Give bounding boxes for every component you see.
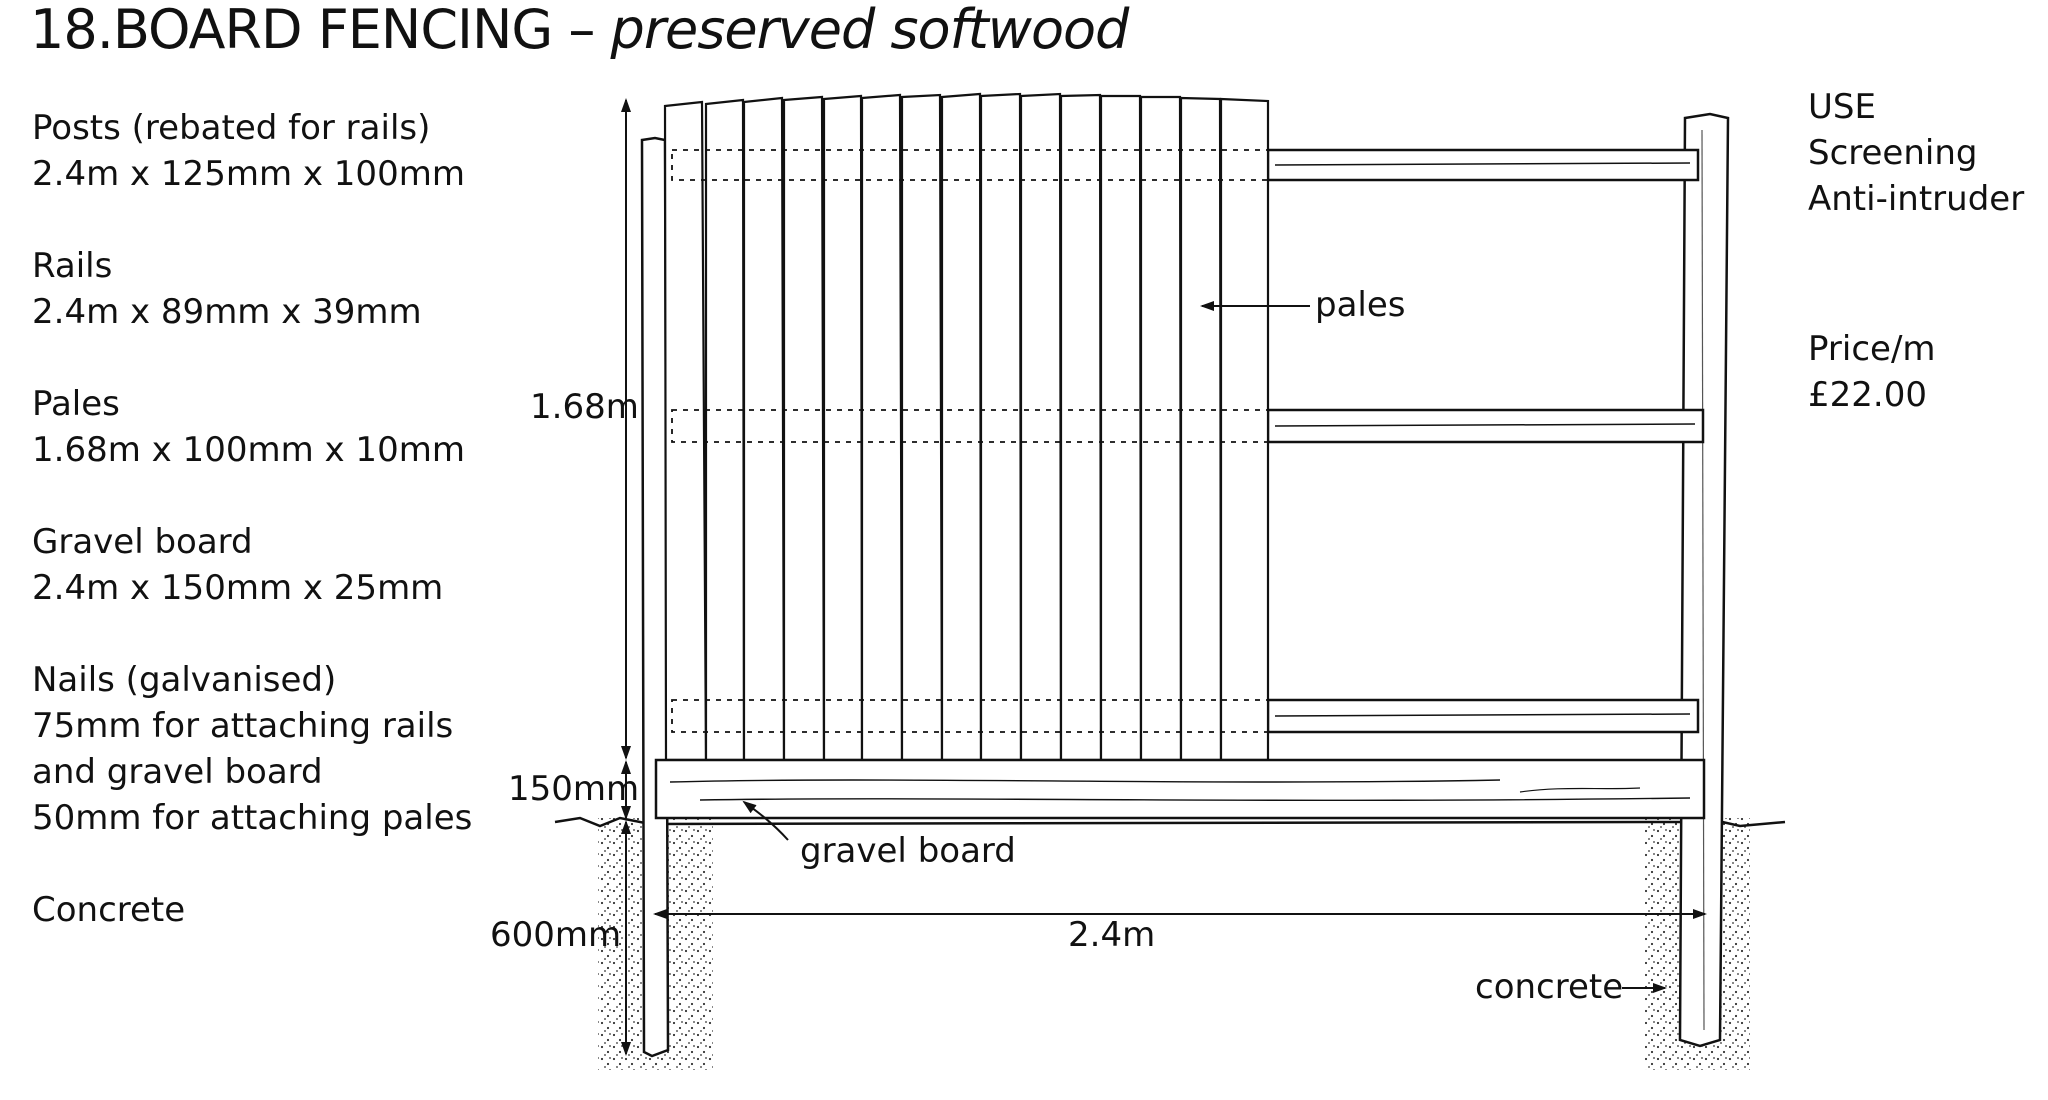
pales-label: pales <box>1315 285 1406 325</box>
spec-pales-name: Pales <box>32 384 120 424</box>
spec-pales-size: 1.68m x 100mm x 10mm <box>32 430 465 470</box>
pale <box>860 93 904 762</box>
pale <box>900 93 944 762</box>
page-title: 18.BOARD FENCING – preserved softwood <box>30 0 1130 61</box>
height-label: 1.68m <box>530 387 639 427</box>
spec-nails-line-1: 75mm for attaching rails <box>32 706 454 746</box>
rail-middle <box>1266 408 1705 444</box>
materials-list: Posts (rebated for rails) 2.4m x 125mm x… <box>32 105 472 979</box>
spec-gravel-board: Gravel board 2.4m x 150mm x 25mm <box>32 519 472 611</box>
title-subtitle: preserved softwood <box>610 0 1130 61</box>
spec-rails-name: Rails <box>32 246 113 286</box>
spec-gravel-board-name: Gravel board <box>32 522 253 562</box>
dimension-lines <box>621 98 1707 1056</box>
title-main: BOARD FENCING <box>112 0 553 61</box>
use-block: USE Screening Anti-intruder <box>1808 84 2024 222</box>
post-left <box>640 136 670 1058</box>
spec-nails-name: Nails (galvanised) <box>32 660 337 700</box>
rail-top <box>1266 148 1700 182</box>
spec-posts: Posts (rebated for rails) 2.4m x 125mm x… <box>32 105 472 197</box>
spec-rails-size: 2.4m x 89mm x 39mm <box>32 292 422 332</box>
gravel-board-pointer <box>742 800 789 841</box>
spec-nails-line-2: and gravel board <box>32 752 323 792</box>
hidden-rails <box>671 149 1269 733</box>
use-anti-intruder: Anti-intruder <box>1808 179 2025 219</box>
hidden-rail-middle <box>671 409 1269 443</box>
pale <box>1219 97 1270 762</box>
width-label: 2.4m <box>1068 915 1155 955</box>
gravel-board-label: gravel board <box>800 831 1016 871</box>
spec-concrete: Concrete <box>32 887 472 933</box>
fence-rails <box>1266 148 1705 734</box>
pale <box>822 94 864 762</box>
pale <box>1019 92 1063 762</box>
rail-bottom <box>1266 698 1700 734</box>
spec-gravel-board-size: 2.4m x 150mm x 25mm <box>32 568 444 608</box>
spec-pales: Pales 1.68m x 100mm x 10mm <box>32 381 472 473</box>
gravel-height-label: 150mm <box>508 769 639 809</box>
hidden-rail-bottom <box>671 699 1269 733</box>
spec-nails-line-3: 50mm for attaching pales <box>32 798 473 838</box>
title-number: 18. <box>30 0 114 61</box>
pale <box>1139 95 1183 762</box>
price-value: £22.00 <box>1808 375 1927 415</box>
price-label: Price/m <box>1808 329 1936 369</box>
use-heading: USE <box>1808 87 1876 127</box>
spec-rails: Rails 2.4m x 89mm x 39mm <box>32 243 472 335</box>
pale <box>704 98 746 762</box>
spec-concrete-name: Concrete <box>32 890 186 930</box>
pale <box>782 95 826 762</box>
gravel-board <box>654 758 1706 820</box>
fence-pales <box>663 92 1270 762</box>
pale <box>940 92 983 762</box>
spec-posts-name: Posts (rebated for rails) <box>32 108 431 148</box>
spec-nails: Nails (galvanised) 75mm for attaching ra… <box>32 657 472 841</box>
pale <box>979 92 1023 762</box>
pale <box>1059 93 1103 762</box>
pale <box>1179 96 1223 762</box>
depth-label: 600mm <box>490 915 621 955</box>
title-separator: – <box>568 0 595 61</box>
pale <box>1099 94 1143 762</box>
spec-posts-size: 2.4m x 125mm x 100mm <box>32 154 465 194</box>
post-right-grain <box>1701 129 1705 1031</box>
pale <box>742 96 786 762</box>
concrete-label: concrete <box>1475 967 1623 1007</box>
hidden-rail-top <box>671 149 1269 181</box>
use-screening: Screening <box>1808 133 1978 173</box>
concrete-footings <box>598 818 1750 1070</box>
price-block: Price/m £22.00 <box>1808 326 1936 418</box>
